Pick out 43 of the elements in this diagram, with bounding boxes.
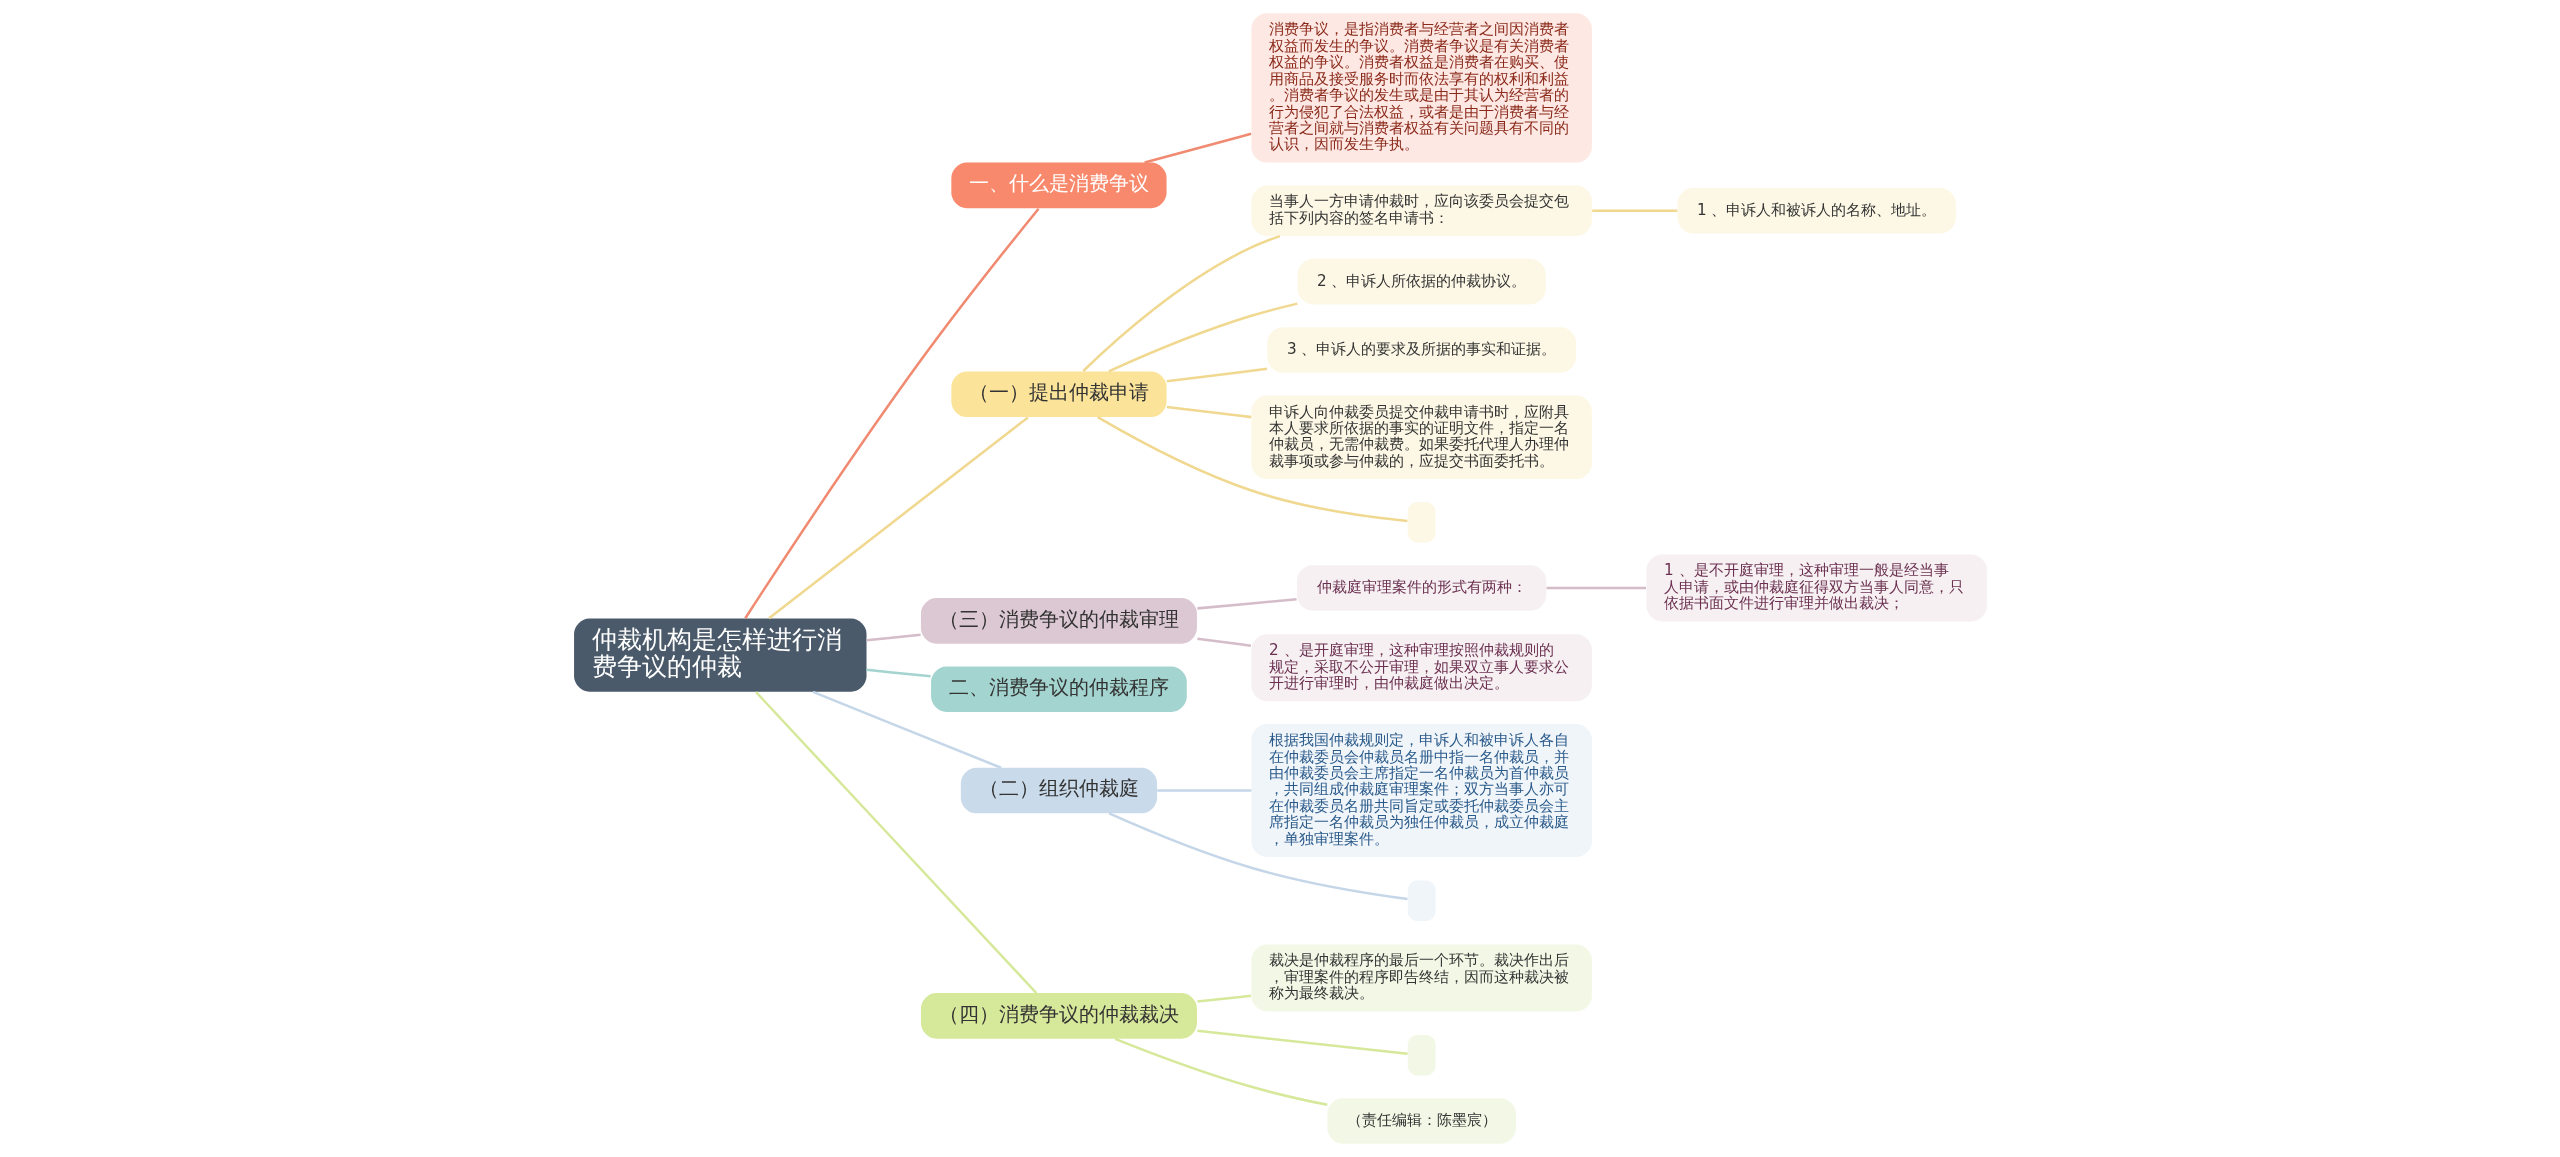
connector bbox=[1196, 598, 1297, 610]
connector bbox=[1107, 302, 1298, 373]
node-box: 2 、是开庭审理，这种审理按照仲裁规则的规定，采取不公开审理，如果双立事人要求公开进行审理时，由仲裁庭做出决定。 bbox=[1250, 634, 1592, 702]
node-box: 仲裁庭审理案件的形式有两种： bbox=[1296, 565, 1546, 611]
connector bbox=[1143, 132, 1251, 164]
node-box: （三）消费争议的仲裁审理 bbox=[920, 598, 1197, 644]
node-box: 消费争议，是指消费者与经营者之间因消费者权益而发生的争议。消费者争议是有关消费者权益的争议。消费者权益是消费者在购买、使用商品及接受服务时而依法享有的权利和利益。消费者争议的发生或是由于其认为经营者的行为侵犯了合法权益，或者是由于消费者与经营者之间就与消费者权益有关问题具有不同的认识，因而发生争执。 bbox=[1250, 13, 1592, 163]
connector bbox=[1591, 209, 1677, 212]
connector bbox=[754, 691, 1037, 994]
connector bbox=[1108, 812, 1408, 901]
connector bbox=[1156, 789, 1251, 792]
connector bbox=[1081, 234, 1280, 372]
connector bbox=[1166, 367, 1267, 383]
connector bbox=[1114, 1037, 1327, 1107]
node-box: 仲裁机构是怎样进行消费争议的仲裁 bbox=[573, 618, 866, 692]
node-box: 根据我国仲裁规则定，申诉人和被申诉人各自在仲裁委员会仲裁员名册中指一名仲裁员，并由仲裁委员会主席指定一名仲裁员为首仲裁员，共同组成仲裁庭审理案件；双方当事人亦可在仲裁委员名册共同旨定或委托仲裁委员会主席指定一名仲裁员为独任仲裁员，成立仲裁庭，单独审理案件。 bbox=[1250, 724, 1592, 857]
connector bbox=[1096, 416, 1407, 523]
node-box: （四）消费争议的仲裁裁决 bbox=[920, 993, 1197, 1039]
connector bbox=[1546, 586, 1646, 590]
connector bbox=[865, 633, 921, 642]
connector bbox=[1196, 1029, 1408, 1055]
node-box: 3 、申诉人的要求及所据的事实和证据。 bbox=[1266, 327, 1576, 373]
connector bbox=[1196, 994, 1251, 1003]
node-box bbox=[1407, 880, 1436, 921]
connector bbox=[1196, 637, 1251, 647]
node-box: （二）组织仲裁庭 bbox=[960, 767, 1157, 814]
node-box: 申诉人向仲裁委员提交仲裁申请书时，应附具本人要求所依据的事实的证明文件，指定一名仲裁员，无需仲裁费。如果委托代理人办理仲裁事项或参与仲裁的，应提交书面委托书。 bbox=[1250, 395, 1592, 480]
connector bbox=[767, 416, 1029, 620]
node-box bbox=[1407, 501, 1436, 543]
node-box: 2 、申诉人所依据的仲裁协议。 bbox=[1297, 258, 1546, 305]
node-box: 1 、申诉人和被诉人的名称、地址。 bbox=[1676, 187, 1956, 234]
node-box: （责任编辑：陈墨宸） bbox=[1326, 1098, 1516, 1144]
node-box: 一、什么是消费争议 bbox=[950, 162, 1167, 209]
node-box: 裁决是仲裁程序的最后一个环节。裁决作出后，审理案件的程序即告终结，因而这种裁决被称为最终裁决。 bbox=[1250, 944, 1592, 1012]
connector bbox=[865, 668, 931, 678]
connector bbox=[812, 690, 1002, 769]
node-box: 二、消费争议的仲裁程序 bbox=[930, 666, 1187, 713]
connector bbox=[1166, 405, 1251, 419]
node-box: 1 、是不开庭审理，这种审理一般是经当事人申请，或由仲裁庭征得双方当事人同意，只依据书面文件进行审理并做出裁决； bbox=[1645, 554, 1987, 622]
connector bbox=[743, 207, 1040, 619]
node-box: （一）提出仲裁申请 bbox=[950, 371, 1167, 418]
node-box: 当事人一方申请仲裁时，应向该委员会提交包括下列内容的签名申请书： bbox=[1250, 185, 1592, 237]
node-box bbox=[1407, 1034, 1436, 1076]
